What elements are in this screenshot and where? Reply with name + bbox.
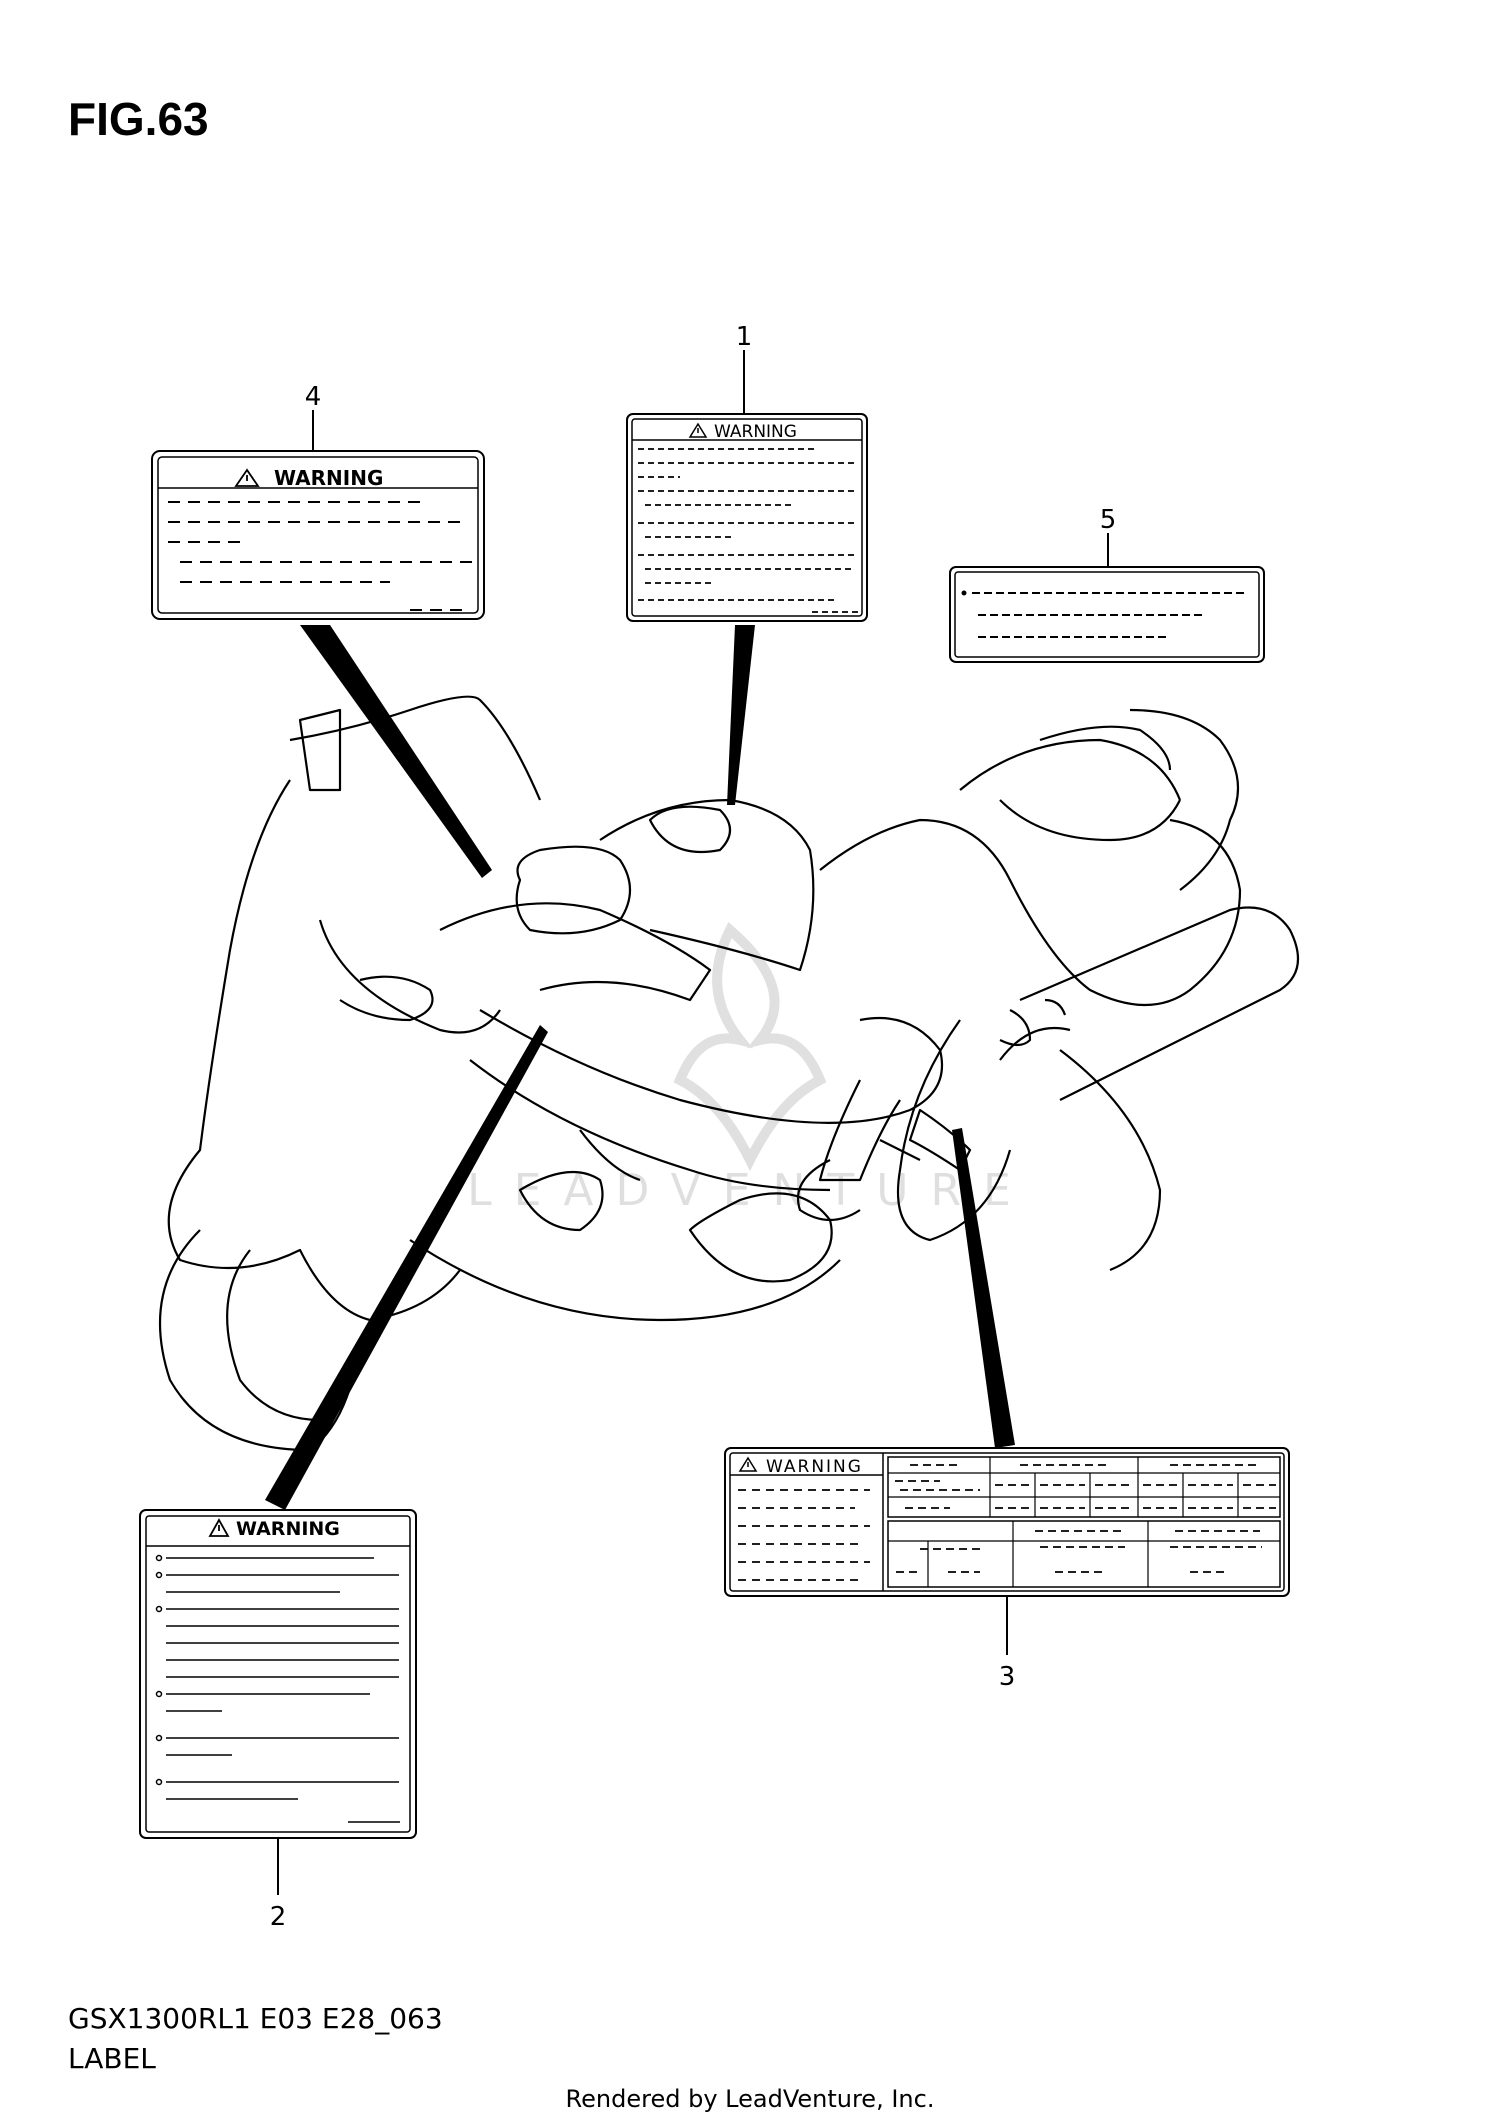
warning-triangle-icon — [688, 422, 708, 438]
footer-credit: Rendered by LeadVenture, Inc. — [565, 2085, 935, 2113]
callout-number-4: 4 — [305, 382, 322, 412]
label-2-heading: WARNING — [236, 1518, 340, 1540]
figure-caption: LABEL — [68, 2042, 156, 2075]
label-4: WARNING — [151, 450, 485, 620]
model-code: GSX1300RL1 E03 E28_063 — [68, 2002, 443, 2035]
callout-number-3: 3 — [999, 1662, 1016, 1692]
figure-title: FIG.63 — [68, 93, 209, 145]
label-1: WARNING — [626, 413, 868, 622]
watermark-logo-icon — [673, 922, 827, 1172]
label-5 — [949, 566, 1265, 663]
warning-triangle-icon — [738, 1456, 758, 1472]
watermark-text: LEADVENTURE — [467, 1165, 1033, 1216]
callout-numbers: 1 4 5 3 2 — [270, 322, 1117, 1932]
leader-wedge-4 — [300, 625, 492, 878]
label-1-heading: WARNING — [714, 422, 797, 442]
leader-wedge-3 — [952, 1128, 1015, 1448]
label-3: WARNING — [724, 1447, 1290, 1597]
label-3-heading: WARNING — [766, 1457, 863, 1477]
warning-triangle-icon — [234, 468, 260, 487]
leader-wedge-2 — [265, 1025, 548, 1510]
leader-wedges — [265, 625, 1015, 1510]
label-2: WARNING — [139, 1509, 417, 1839]
callout-number-5: 5 — [1100, 505, 1117, 535]
label-4-heading: WARNING — [274, 466, 383, 490]
motorcycle-outline — [158, 695, 1300, 1452]
callout-number-1: 1 — [736, 322, 753, 352]
callout-lines — [277, 350, 1109, 1895]
callout-number-2: 2 — [270, 1902, 287, 1932]
watermark: LEADVENTURE — [467, 922, 1033, 1216]
leader-wedge-1 — [727, 625, 755, 805]
warning-triangle-icon — [208, 1518, 230, 1537]
